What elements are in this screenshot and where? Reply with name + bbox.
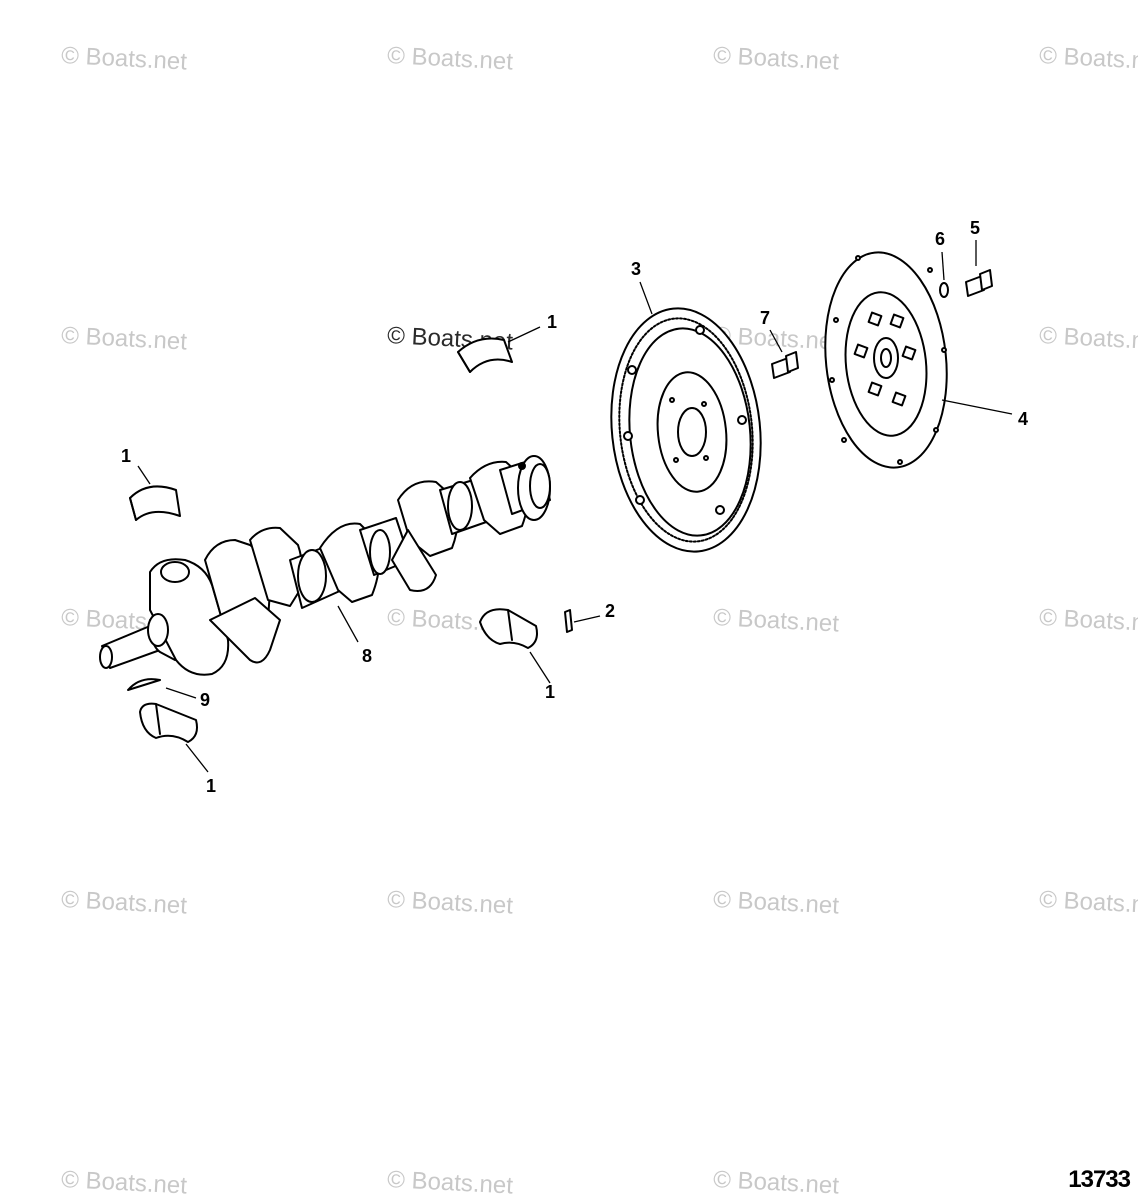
callout-label: 1 xyxy=(547,312,557,332)
callout-label: 3 xyxy=(631,259,641,279)
callout-label: 9 xyxy=(200,690,210,710)
callout-label: 7 xyxy=(760,308,770,328)
callout-label: 1 xyxy=(545,682,555,702)
callout-label: 5 xyxy=(970,218,980,238)
pin-part xyxy=(564,609,573,633)
callout-label: 1 xyxy=(206,776,216,796)
bolt-part xyxy=(771,351,799,379)
bolt-part xyxy=(965,269,993,297)
bearing-shell-part xyxy=(139,702,198,743)
bearing-shell-part xyxy=(129,485,181,521)
flywheel-part xyxy=(610,307,762,553)
callout-label: 8 xyxy=(362,646,372,666)
callout-labels: 1 1 1 1 2 3 4 5 6 7 8 9 xyxy=(121,218,1028,796)
woodruff-key-part xyxy=(127,678,161,691)
callout-label: 2 xyxy=(605,601,615,621)
leader-lines xyxy=(137,240,1013,773)
drive-plate-part xyxy=(824,251,948,469)
callout-label: 6 xyxy=(935,229,945,249)
callout-label: 1 xyxy=(121,446,131,466)
bearing-shell-part xyxy=(479,608,538,649)
callout-label: 4 xyxy=(1018,409,1028,429)
diagram-number: 13733 xyxy=(1068,1166,1131,1193)
bearing-shell-part xyxy=(457,337,513,373)
washer-part xyxy=(939,282,949,298)
crankshaft-part xyxy=(99,455,551,676)
